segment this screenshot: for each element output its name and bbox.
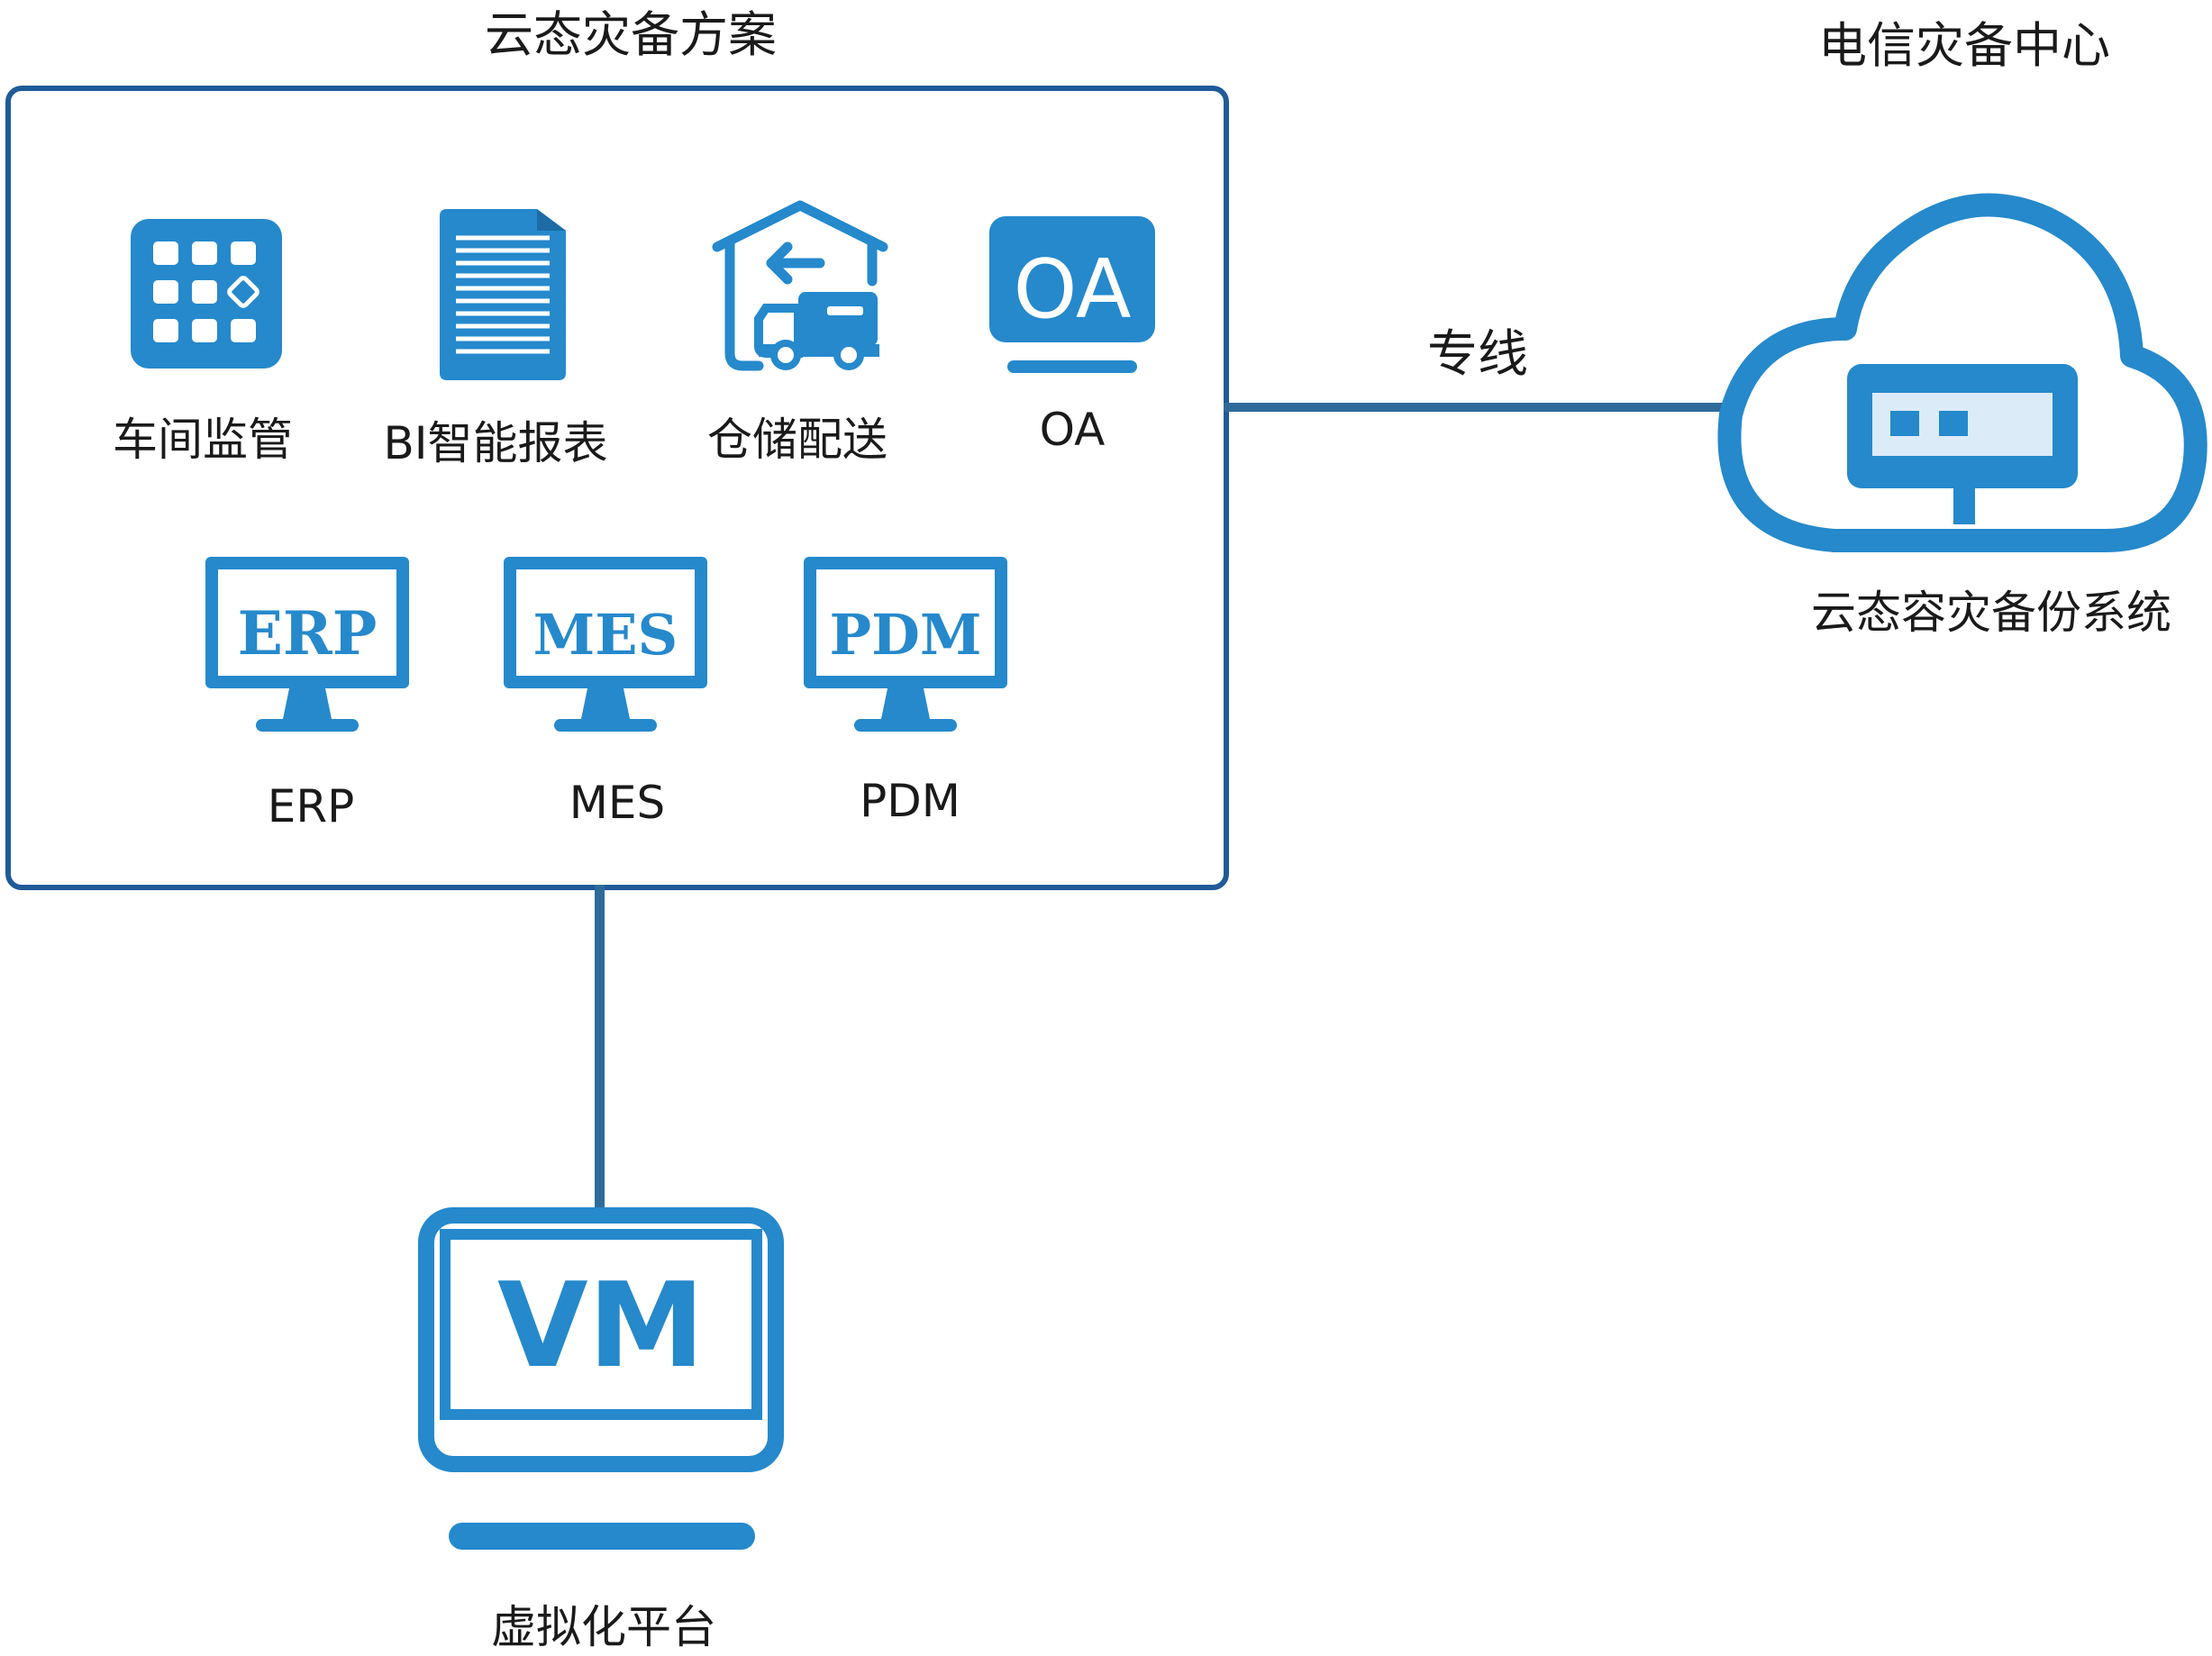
app-label-workshop: 车间监管: [113, 414, 293, 466]
warehouse-truck-icon: [712, 200, 888, 371]
mes-monitor-icon: MES: [504, 557, 707, 732]
datacenter-title: 电信灾备中心: [1818, 17, 2110, 74]
erp-monitor-icon: ERP: [205, 557, 409, 732]
cloud-server-icon: [1717, 193, 2207, 552]
pdm-monitor-icon: PDM: [804, 557, 1007, 732]
solution-title: 云态灾备方案: [485, 6, 777, 63]
app-label-erp: ERP: [267, 780, 355, 833]
app-label-warehouse: 仓储配送: [707, 414, 888, 466]
cloud-system-label: 云态容灾备份系统: [1811, 587, 2171, 639]
dedicated-line-connector: [1224, 403, 1725, 412]
pdm-icon-text: PDM: [829, 602, 981, 668]
document-icon: [440, 209, 566, 380]
grid-panel-icon: [131, 219, 282, 369]
virtualization-label: 虚拟化平台: [491, 1601, 716, 1653]
app-label-mes: MES: [569, 777, 666, 829]
vm-monitor-icon: VM: [418, 1207, 784, 1550]
solution-frame: [5, 86, 1229, 890]
oa-icon-text: OA: [1014, 242, 1132, 337]
vm-icon-text: VM: [497, 1257, 705, 1394]
app-label-pdm: PDM: [860, 775, 960, 827]
oa-monitor-icon: OA: [989, 216, 1155, 373]
vm-connector: [595, 885, 605, 1211]
app-label-bi-report: BI智能报表: [383, 417, 608, 469]
mes-icon-text: MES: [533, 602, 678, 668]
app-label-oa: OA: [1039, 404, 1106, 456]
dedicated-line-label: 专线: [1427, 325, 1528, 384]
erp-icon-text: ERP: [238, 598, 378, 669]
